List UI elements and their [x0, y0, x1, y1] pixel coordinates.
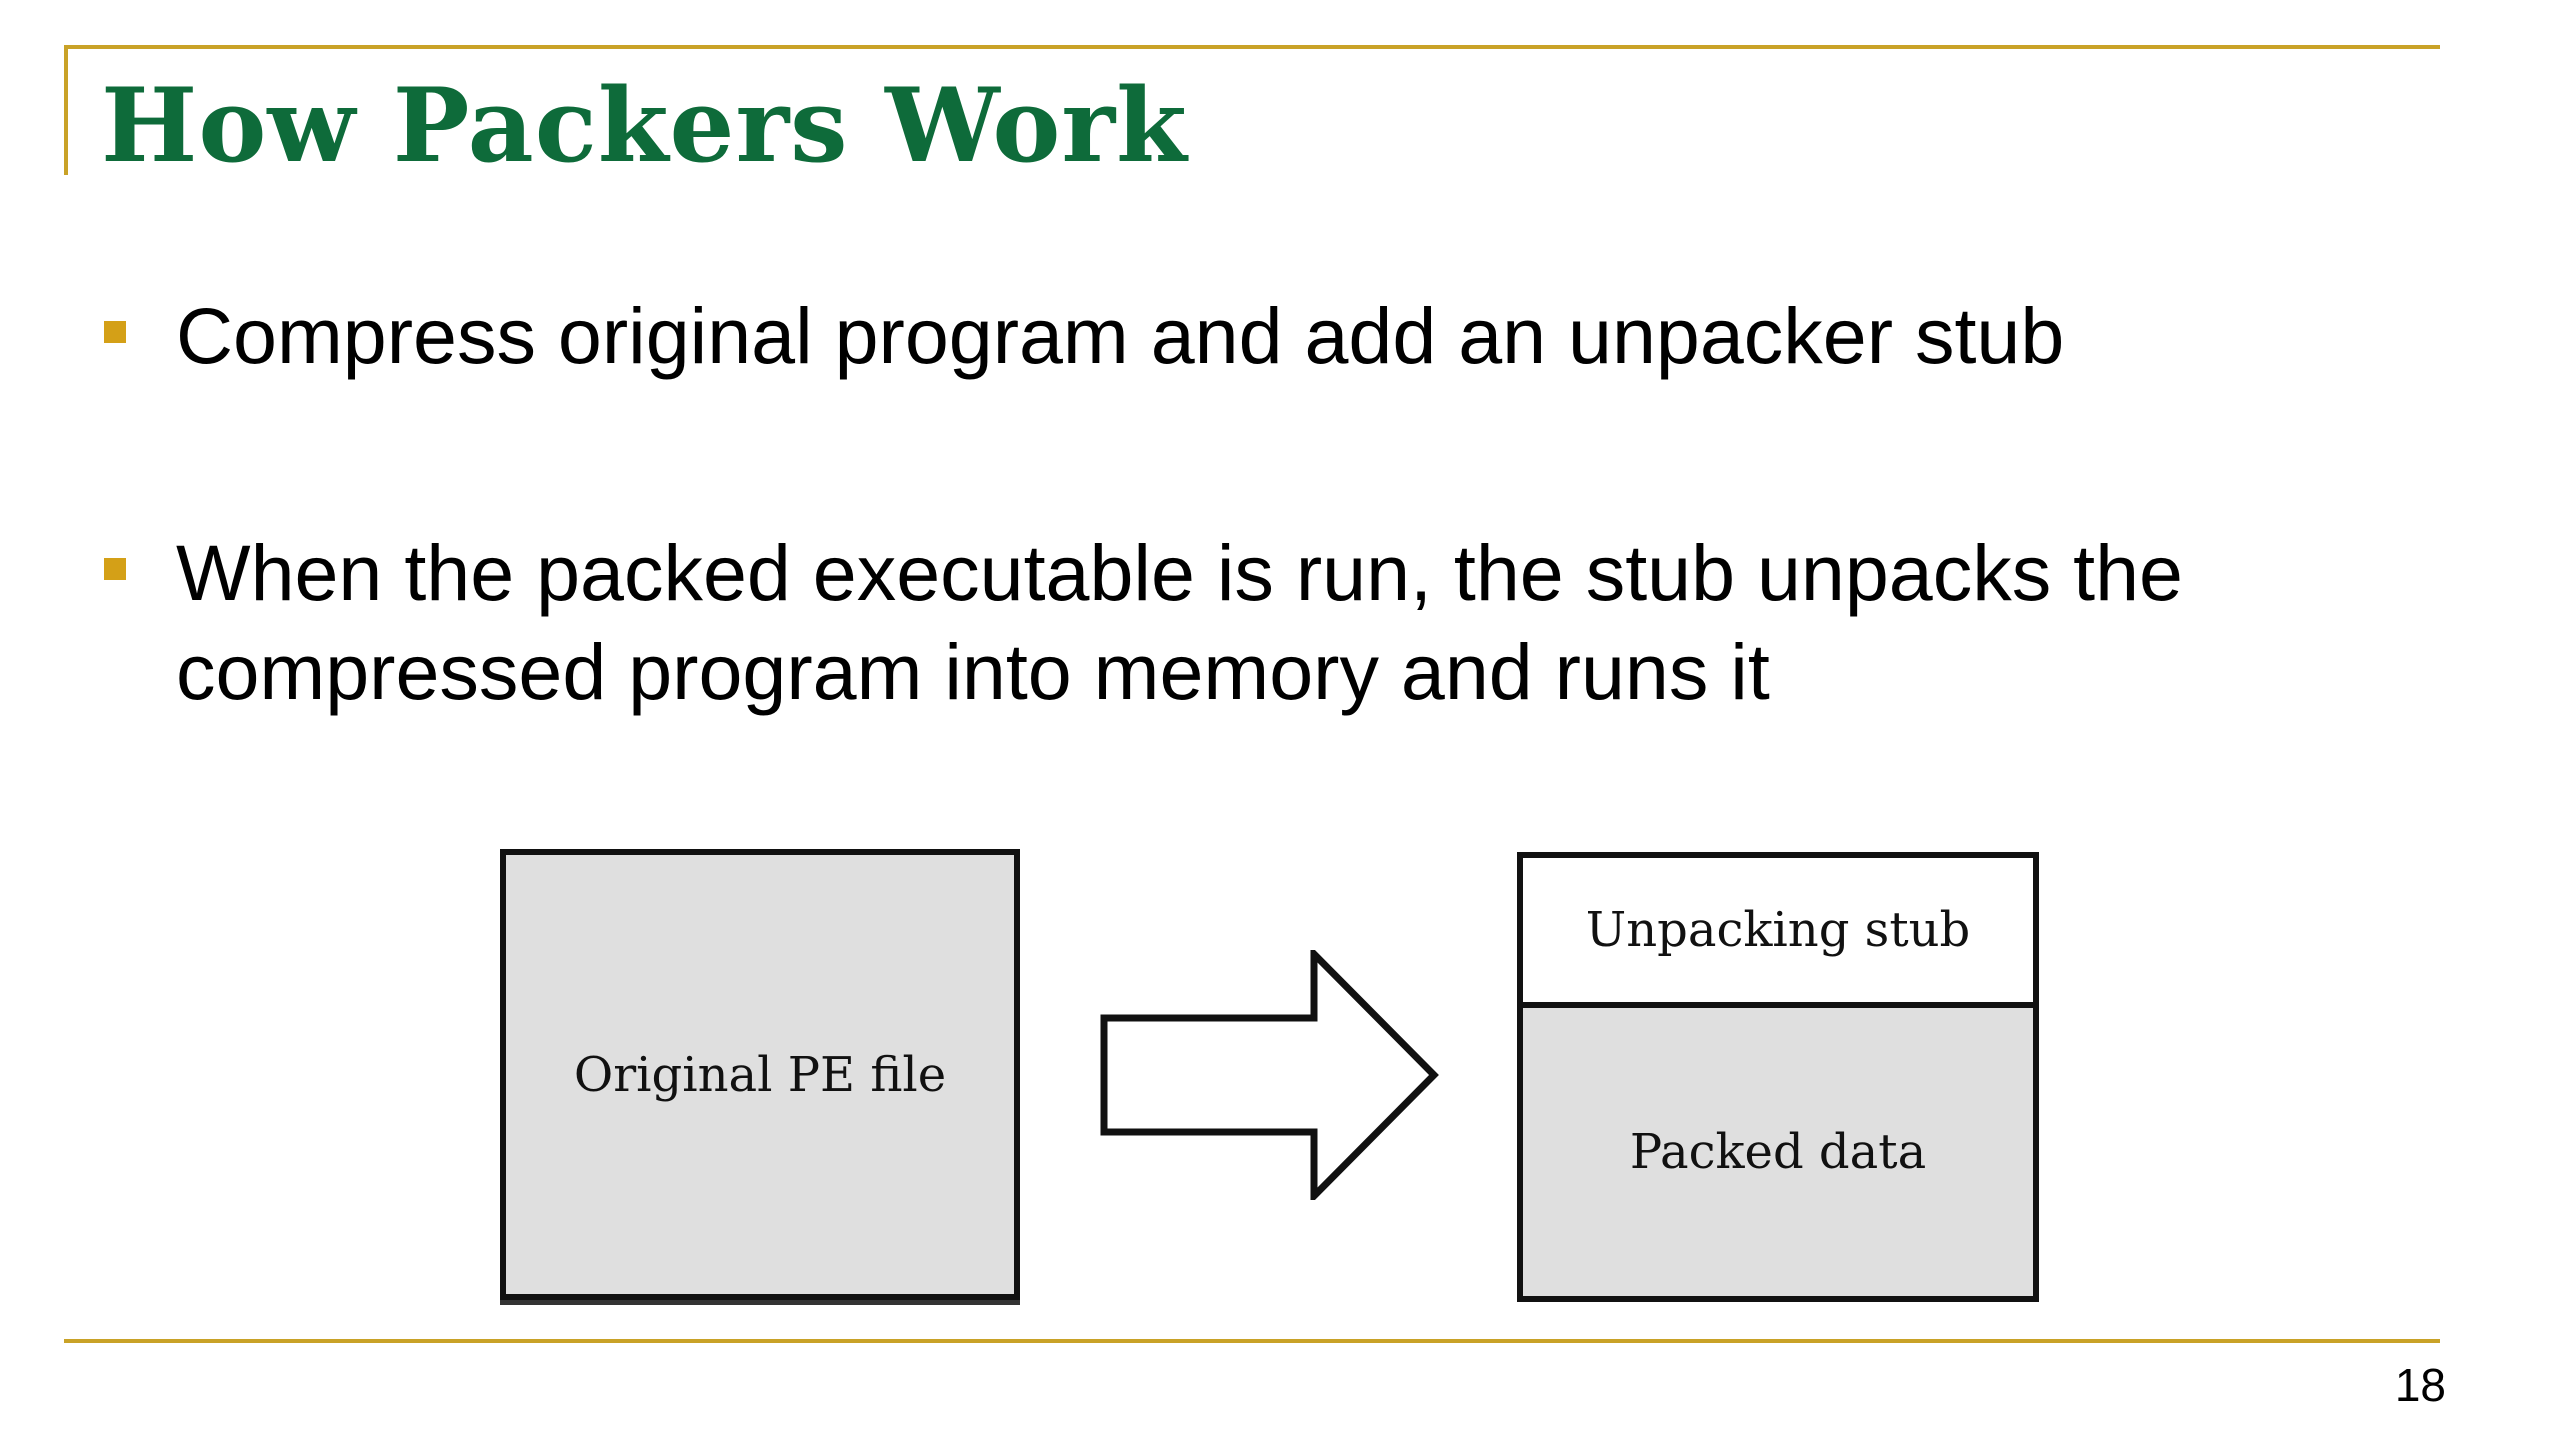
square-bullet-icon [104, 321, 126, 343]
slide-title: How Packers Work [101, 66, 1188, 186]
bullet-item-2: When the packed executable is run, the s… [104, 523, 2344, 721]
left-rule [64, 45, 68, 175]
original-pe-file-label: Original PE file [573, 1046, 947, 1103]
top-rule [64, 45, 2440, 49]
packed-file-box: Unpacking stub Packed data [1517, 852, 2039, 1302]
right-arrow-icon [1100, 950, 1439, 1200]
original-pe-file-box: Original PE file [500, 849, 1020, 1300]
packed-data-label: Packed data [1629, 1124, 1927, 1180]
packed-data-section: Packed data [1523, 1008, 2033, 1296]
unpacking-stub-label: Unpacking stub [1585, 902, 1971, 958]
unpacking-stub-section: Unpacking stub [1523, 858, 2033, 1008]
bullet-text-2: When the packed executable is run, the s… [176, 528, 2183, 716]
square-bullet-icon [104, 558, 126, 580]
bottom-rule [64, 1339, 2440, 1343]
bullet-item-1: Compress original program and add an unp… [104, 286, 2344, 385]
page-number: 18 [2394, 1359, 2446, 1411]
bullet-text-1: Compress original program and add an unp… [176, 291, 2065, 380]
